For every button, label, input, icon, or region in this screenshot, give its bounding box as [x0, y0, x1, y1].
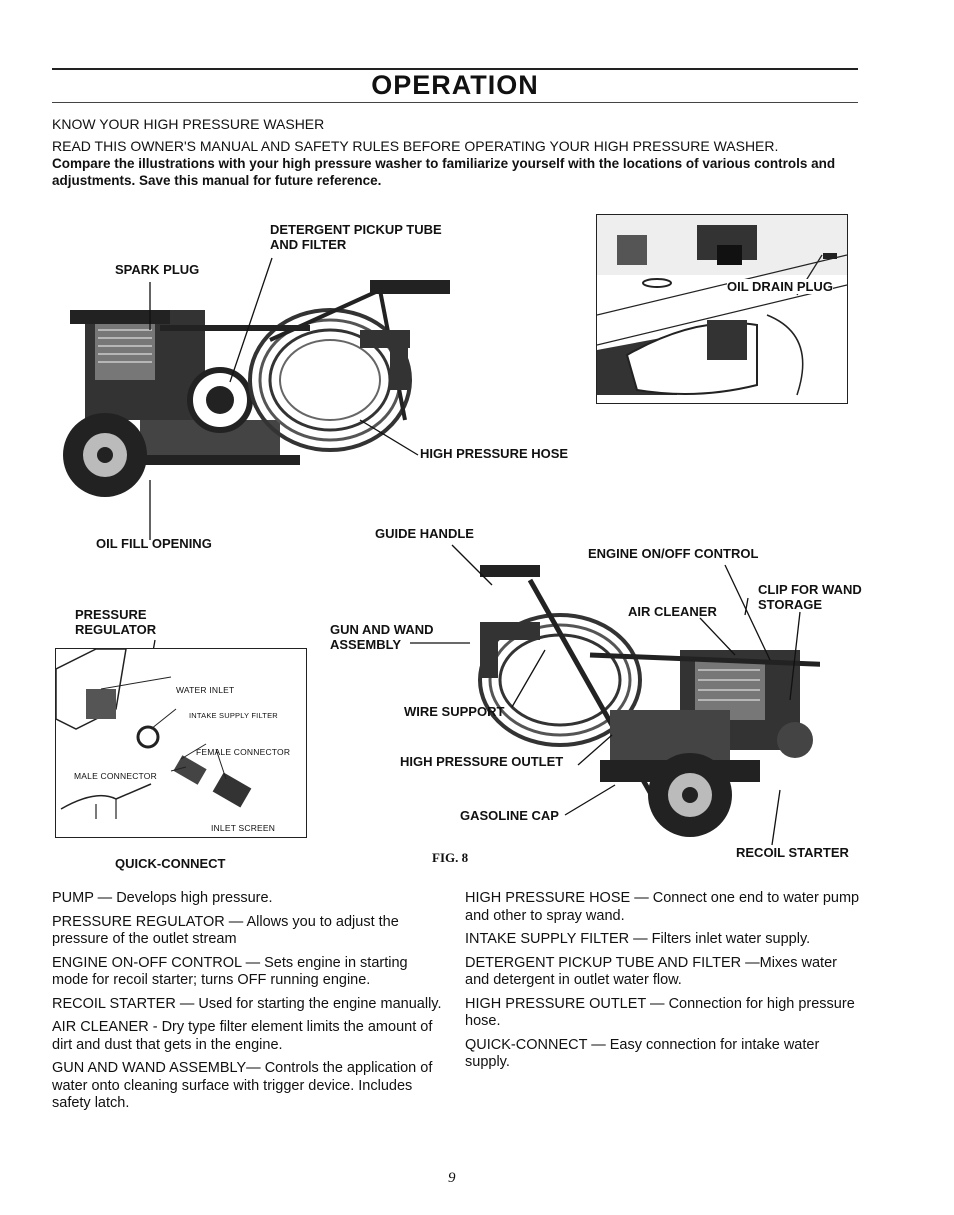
label-oil-drain-plug: OIL DRAIN PLUG [727, 279, 833, 294]
label-detergent-tube-line2: AND FILTER [270, 237, 347, 252]
section-heading: KNOW YOUR HIGH PRESSURE WASHER [52, 116, 325, 132]
label-intake-supply-filter: INTAKE SUPPLY FILTER [189, 711, 278, 720]
quick-connect-inset: WATER INLET INTAKE SUPPLY FILTER FEMALE … [55, 648, 307, 838]
label-oil-fill-opening: OIL FILL OPENING [96, 536, 212, 551]
label-engine-onoff: ENGINE ON/OFF CONTROL [588, 546, 759, 561]
label-pressure-line2: REGULATOR [75, 622, 157, 637]
label-guide-handle: GUIDE HANDLE [375, 526, 474, 541]
label-gun-line2: ASSEMBLY [330, 637, 402, 652]
washer-illustration-top [63, 280, 450, 497]
intro-text: Compare the illustrations with your high… [52, 156, 836, 188]
definition-item: PRESSURE REGULATOR — Allows you to adjus… [52, 913, 399, 948]
page-title: OPERATION [371, 70, 539, 100]
definition-item: AIR CLEANER - Dry type filter element li… [52, 1019, 433, 1053]
label-wire-support: WIRE SUPPORT [404, 704, 505, 719]
header-top-rule [52, 68, 858, 70]
label-pressure-regulator: PRESSURE REGULATOR [75, 607, 156, 637]
quick-connect-illustration [56, 649, 252, 819]
label-clip-line1: CLIP FOR WAND [758, 582, 862, 597]
definition-item: HIGH PRESSURE HOSE — Connect one end to … [465, 890, 860, 924]
definition-item: ENGINE ON-OFF CONTROL — Sets engine in s… [52, 954, 408, 989]
definition-item: RECOIL STARTER — Used for starting the e… [52, 995, 442, 1012]
label-clip-for-wand: CLIP FOR WAND STORAGE [758, 582, 862, 612]
definition-item: HIGH PRESSURE OUTLET — Connection for hi… [465, 995, 855, 1030]
label-gun-and-wand: GUN AND WAND ASSEMBLY [330, 622, 434, 652]
header-bottom-rule [52, 102, 858, 103]
definitions-right-column: HIGH PRESSURE HOSE — Connect one end to … [465, 890, 863, 1078]
definition-item: PUMP — Develops high pressure. [52, 890, 273, 906]
label-pressure-line1: PRESSURE [75, 607, 147, 622]
definition-item: GUN AND WAND ASSEMBLY— Controls the appl… [52, 1060, 433, 1111]
label-recoil-starter: RECOIL STARTER [736, 845, 849, 860]
label-air-cleaner: AIR CLEANER [628, 604, 717, 619]
label-detergent-tube-line1: DETERGENT PICKUP TUBE [270, 222, 442, 237]
label-gun-line1: GUN AND WAND [330, 622, 434, 637]
label-female-connector: FEMALE CONNECTOR [196, 747, 291, 757]
leader-lines-top [149, 257, 419, 540]
label-inlet-screen: INLET SCREEN [211, 823, 276, 833]
label-spark-plug: SPARK PLUG [115, 262, 200, 277]
definition-item: QUICK-CONNECT — Easy connection for inta… [465, 1036, 820, 1071]
leader-lines-bottom [147, 544, 801, 846]
label-high-pressure-outlet: HIGH PRESSURE OUTLET [400, 754, 564, 769]
label-male-connector: MALE CONNECTOR [74, 771, 157, 781]
definition-item: DETERGENT PICKUP TUBE AND FILTER —Mixes … [465, 954, 837, 989]
definitions-left-column: PUMP — Develops high pressure. PRESSURE … [52, 890, 442, 1119]
label-water-inlet: WATER INLET [176, 685, 235, 695]
label-quick-connect: QUICK-CONNECT [115, 856, 226, 871]
label-clip-line2: STORAGE [758, 597, 823, 612]
washer-illustration-bottom [478, 565, 820, 837]
label-gasoline-cap: GASOLINE CAP [460, 808, 559, 823]
definition-item: INTAKE SUPPLY FILTER — Filters inlet wat… [465, 931, 811, 947]
intro-paragraph: READ THIS OWNER'S MANUAL AND SAFETY RULE… [52, 138, 862, 189]
label-detergent-tube: DETERGENT PICKUP TUBE AND FILTER [270, 222, 442, 252]
page-number: 9 [448, 1170, 456, 1186]
oil-drain-plug-inset: OIL DRAIN PLUG [596, 214, 848, 404]
label-high-pressure-hose: HIGH PRESSURE HOSE [420, 446, 569, 461]
figure-caption: FIG. 8 [432, 850, 469, 865]
oil-drain-illustration [597, 215, 847, 396]
intro-caps: READ THIS OWNER'S MANUAL AND SAFETY RULE… [52, 138, 779, 154]
